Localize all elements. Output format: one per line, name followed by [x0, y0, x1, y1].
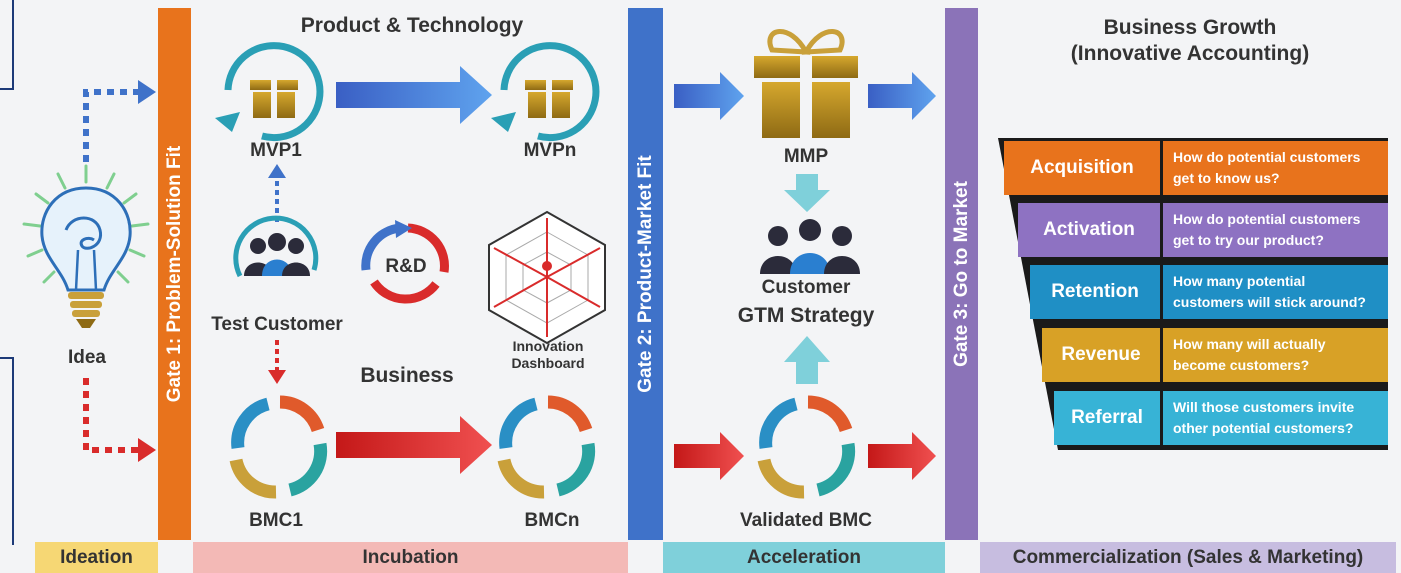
gift-icon [754, 29, 858, 138]
mmp-label: MMP [783, 146, 829, 167]
mmp-in-arrow [674, 72, 744, 120]
product-technology-title: Product & Technology [300, 14, 524, 37]
validated-bmc-label: Validated BMC [740, 510, 872, 531]
frame-edge-bottom [0, 357, 14, 545]
phase-acceleration-label: Acceleration [746, 546, 862, 568]
phase-commercialization: Commercialization (Sales & Marketing) [980, 542, 1396, 573]
funnel-q1: How do potential customers [1173, 149, 1361, 165]
innovation-dashboard-label-2: Dashboard [511, 355, 585, 371]
funnel-question-retention: How many potential customers will stick a… [1160, 265, 1388, 319]
validated-bmc-cycle-icon [757, 395, 856, 499]
mvp1-label: MVP1 [250, 140, 302, 161]
phase-commercialization-label: Commercialization (Sales & Marketing) [1012, 546, 1364, 568]
funnel-row-referral: Referral Will those customers invite othe… [1054, 391, 1388, 445]
funnel-row-revenue: Revenue How many will actually become cus… [1042, 328, 1388, 382]
funnel-stage-activation: Activation [1018, 203, 1160, 257]
funnel-question-referral: Will those customers invite other potenti… [1160, 391, 1388, 445]
test-customer-label: Test Customer [211, 314, 343, 335]
phase-incubation: Incubation [193, 542, 628, 573]
gate-2-bar: Gate 2: Product-Market Fit [628, 8, 663, 540]
mvp1-icon [215, 42, 324, 142]
funnel-q2: other potential customers? [1173, 420, 1354, 436]
bmc1-cycle-icon [229, 395, 328, 499]
funnel-q1: How do potential customers [1173, 211, 1361, 227]
funnel-question-activation: How do potential customers get to try our… [1160, 203, 1388, 257]
idea-blue-arrowhead [138, 80, 156, 104]
funnel-question-revenue: How many will actually become customers? [1160, 328, 1388, 382]
funnel-stage-referral: Referral [1054, 391, 1160, 445]
frame-edge-top [0, 0, 14, 90]
funnel-q1: Will those customers invite [1173, 399, 1355, 415]
phase-ideation: Ideation [35, 542, 158, 573]
rnd-cycle-icon [361, 220, 449, 304]
mvpn-label: MVPn [523, 140, 577, 161]
innovation-dashboard-label-1: Innovation [512, 338, 584, 354]
gtm-up-arrow [784, 336, 830, 384]
gate-3-bar: Gate 3: Go to Market [945, 8, 978, 540]
customer-group-icon [760, 219, 860, 274]
gate-1-bar: Gate 1: Problem-Solution Fit [158, 8, 191, 540]
funnel-q1: How many will actually [1173, 336, 1326, 352]
idea-red-arrowhead [138, 438, 156, 462]
lightbulb-icon [22, 164, 150, 328]
bmc-big-arrow [336, 416, 492, 474]
funnel-row-retention: Retention How many potential customers wi… [1030, 265, 1388, 319]
business-growth-title: Business Growth [1103, 16, 1277, 39]
innovation-dashboard-radar-icon [488, 210, 606, 345]
idea-red-dotted-arrow [83, 378, 140, 453]
funnel-stage-revenue: Revenue [1042, 328, 1160, 382]
phase-incubation-label: Incubation [362, 546, 459, 568]
funnel-q2: get to try our product? [1173, 232, 1324, 248]
funnel-q2: become customers? [1173, 357, 1310, 373]
test-customer-icon [233, 215, 319, 278]
funnel-q2: customers will stick around? [1173, 294, 1366, 310]
business-label: Business [360, 364, 454, 387]
customer-label: Customer [761, 277, 851, 298]
mvp-big-arrow [336, 66, 492, 124]
business-growth-subtitle: (Innovative Accounting) [1070, 42, 1310, 65]
rnd-label: R&D [385, 256, 427, 277]
funnel-row-acquisition: Acquisition How do potential customers ge… [1004, 141, 1388, 195]
idea-blue-dotted-arrow [83, 89, 140, 162]
bmcn-label: BMCn [524, 510, 580, 531]
phase-acceleration: Acceleration [663, 542, 945, 573]
funnel-question-acquisition: How do potential customers get to know us… [1160, 141, 1388, 195]
bmc-out-arrow [868, 432, 936, 480]
idea-label: Idea [67, 347, 107, 368]
funnel-row-activation: Activation How do potential customers get… [1018, 203, 1388, 257]
mmp-down-arrow [784, 174, 830, 212]
funnel-q1: How many potential [1173, 273, 1306, 289]
funnel-q2: get to know us? [1173, 170, 1280, 186]
funnel-stage-acquisition: Acquisition [1004, 141, 1160, 195]
bmc1-label: BMC1 [249, 510, 303, 531]
gtm-strategy-label: GTM Strategy [737, 304, 875, 327]
phase-ideation-label: Ideation [60, 546, 133, 568]
mvpn-icon [491, 42, 600, 142]
mmp-out-arrow [868, 72, 936, 120]
bmcn-cycle-icon [497, 395, 596, 499]
funnel-stage-retention: Retention [1030, 265, 1160, 319]
bmc-in-arrow [674, 432, 744, 480]
